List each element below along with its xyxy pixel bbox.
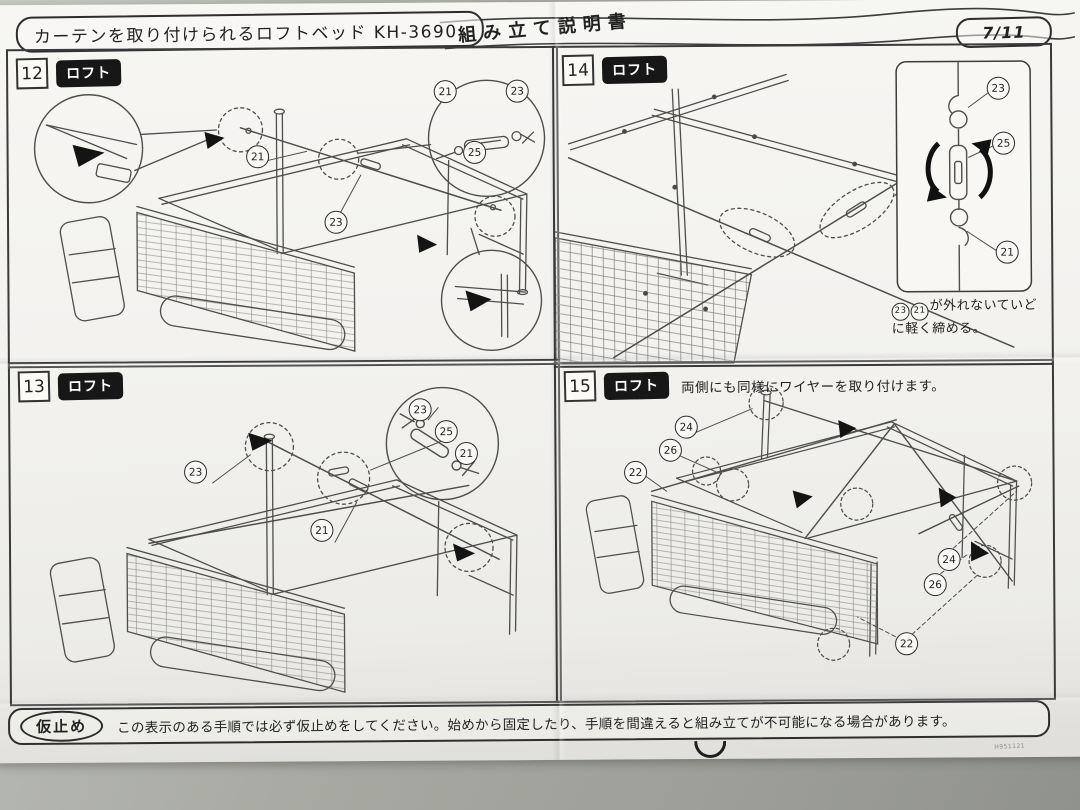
step-14-diagram — [554, 60, 1033, 365]
inset-callout-23: 23 — [986, 76, 1010, 100]
step-15-header: 15 ロフト 両側にも同様にワイヤーを取り付けます。 — [563, 369, 946, 403]
step-12-diagram — [33, 79, 546, 352]
print-code: H951121 — [994, 742, 1026, 751]
step-12-loft-badge: ロフト — [55, 58, 122, 88]
step-14-loft-badge: ロフト — [601, 55, 668, 85]
detail-callout-21: 21 — [433, 80, 457, 104]
kari-dome-label: 仮止め — [19, 710, 104, 743]
callout-22-right: 22 — [895, 632, 919, 656]
step-13-diagram — [49, 386, 518, 694]
callout-23: 23 — [183, 460, 208, 484]
detail-callout-25: 25 — [463, 140, 487, 164]
step-14-number: 14 — [561, 54, 595, 87]
step-panels-grid: 12 ロフト 21 23 21 23 25 — [5, 42, 1056, 707]
step-15-loft-badge: ロフト — [603, 371, 670, 401]
note-callout-21: 21 — [910, 302, 929, 321]
callout-24-left: 24 — [674, 415, 698, 439]
callout-24-right: 24 — [937, 547, 961, 572]
callout-23: 23 — [324, 210, 348, 234]
callout-21: 21 — [310, 518, 334, 542]
title-text: カーテンを取り付けられるロフトベッド KH-3690 — [33, 21, 458, 48]
temporary-fastening-note: 仮止め この表示のある手順では必ず仮止めをしてください。始めから固定したり、手順… — [7, 699, 1051, 746]
step-12-number: 12 — [15, 57, 49, 90]
step-12-header: 12 ロフト — [15, 57, 122, 90]
callout-26-right: 26 — [923, 573, 947, 597]
step-15-diagram — [585, 384, 1033, 661]
detail-callout-21: 21 — [454, 441, 479, 466]
step-13-number: 13 — [17, 370, 51, 403]
document-type-label: 組み立て説明書 — [457, 10, 634, 47]
detail-callout-25: 25 — [434, 420, 458, 444]
callout-21: 21 — [246, 145, 270, 169]
detail-callout-23: 23 — [408, 398, 432, 422]
callout-26-left: 26 — [658, 438, 682, 462]
callout-22-left: 22 — [623, 460, 648, 484]
kari-dome-text: この表示のある手順では必ず仮止めをしてください。始めから固定したり、手順を間違え… — [117, 713, 956, 736]
step-15-instruction: 両側にも同様にワイヤーを取り付けます。 — [680, 378, 946, 396]
step-15-number: 15 — [563, 370, 597, 403]
step-14-header: 14 ロフト — [561, 54, 668, 87]
inset-callout-21: 21 — [995, 240, 1019, 264]
step-15-panel: 15 ロフト 両側にも同様にワイヤーを取り付けます。 24 26 22 24 2… — [553, 358, 1056, 703]
step-13-panel: 13 ロフト 23 21 23 25 21 — [7, 358, 562, 707]
step-13-loft-badge: ロフト — [57, 371, 124, 401]
note-text-1: が外れないていど — [929, 297, 1038, 314]
detail-callout-23: 23 — [505, 79, 529, 103]
inset-callout-25: 25 — [991, 131, 1016, 155]
paper-fold-mark — [694, 740, 727, 759]
step-12-panel: 12 ロフト 21 23 21 23 25 — [5, 45, 560, 369]
step-13-header: 13 ロフト — [17, 370, 124, 403]
note-callout-23: 23 — [891, 302, 910, 321]
instruction-sheet-paper: カーテンを取り付けられるロフトベッド KH-3690 組み立て説明書 7/11 — [0, 0, 1080, 764]
note-text-2: に軽く締める。 — [891, 321, 987, 337]
